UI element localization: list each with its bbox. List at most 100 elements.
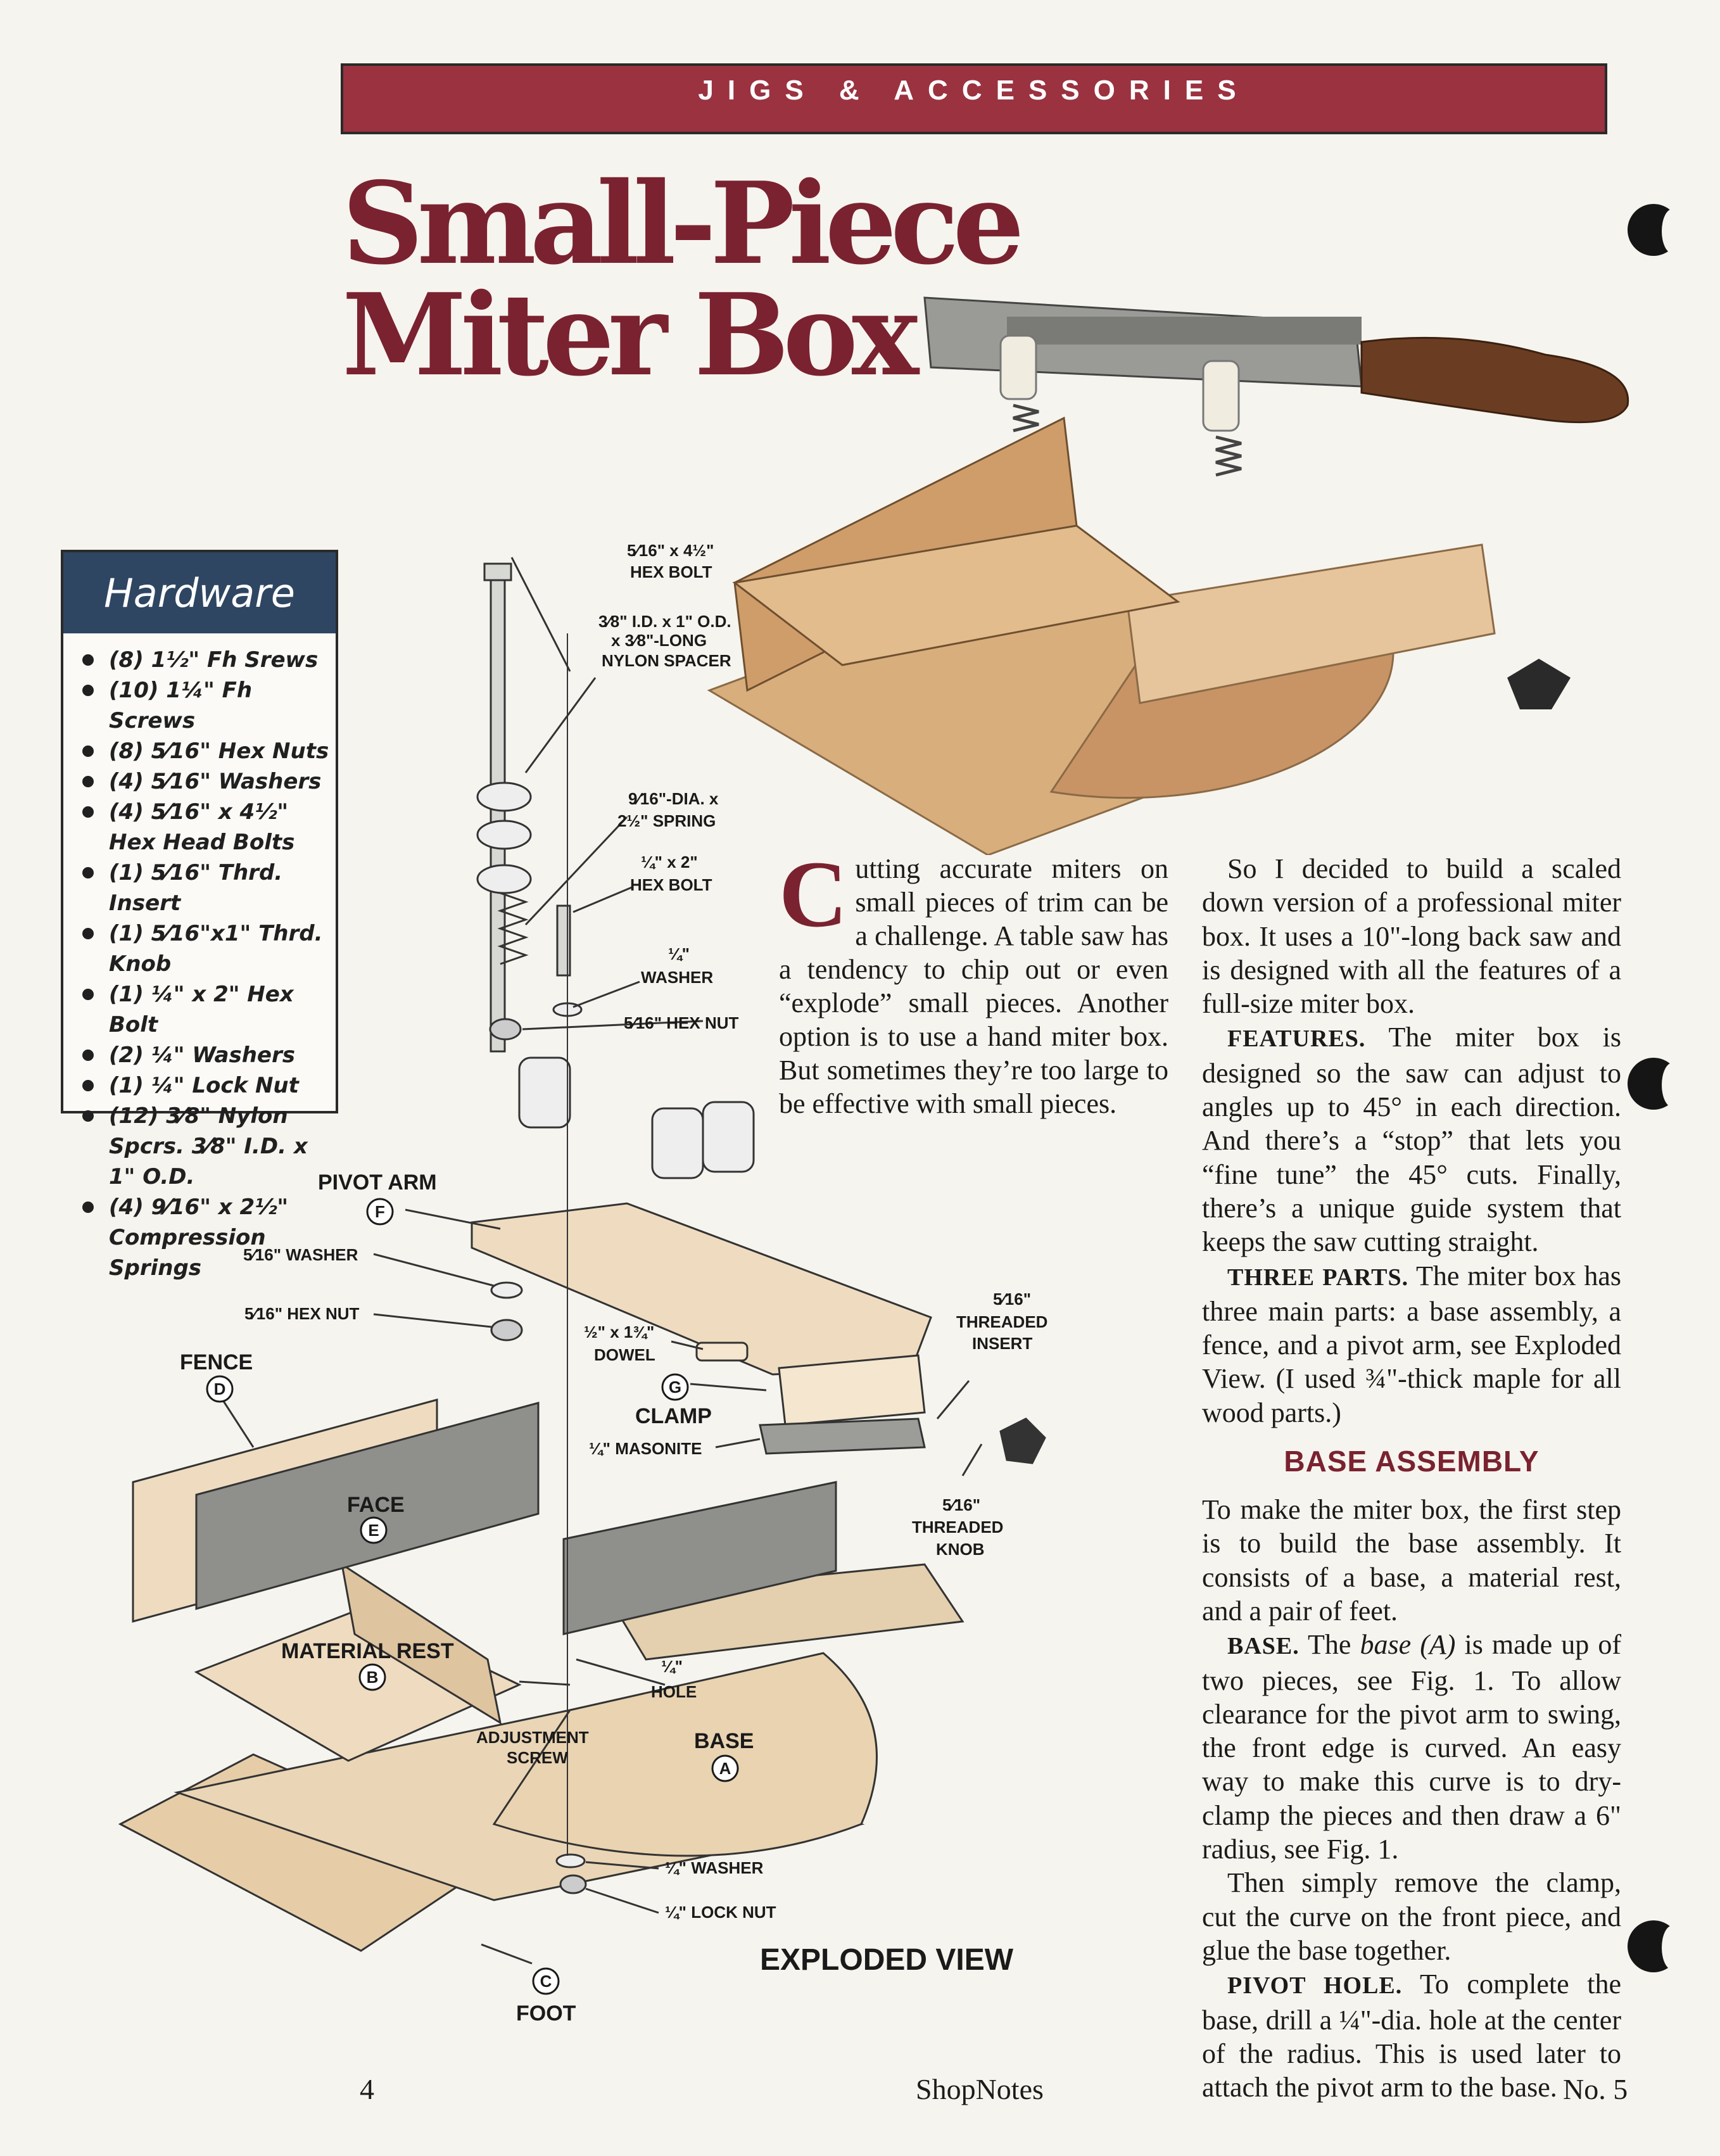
label-washer: WASHER (641, 968, 713, 987)
label-spring: 9⁄16"-DIA. x (628, 789, 719, 808)
leader-line (217, 1393, 255, 1448)
lock-nut (559, 1874, 587, 1894)
washer-left (490, 1281, 523, 1299)
face-part (195, 1402, 540, 1610)
leader-line (522, 1020, 704, 1030)
leader-line (572, 885, 634, 913)
dowel-part (695, 1341, 749, 1362)
photo-saw-handle (1360, 336, 1629, 424)
photo-fence-top (732, 524, 1180, 666)
label-masonite: ¼" MASONITE (589, 1439, 702, 1458)
label-threaded-knob: KNOB (936, 1540, 985, 1559)
leader-line (715, 1438, 761, 1449)
article-paragraph: BASE. The base (A) is made up of two pie… (1202, 1629, 1621, 1865)
leader-line (524, 816, 628, 926)
label-hole: ¼" (661, 1657, 683, 1676)
section-subhead: BASE ASSEMBLY (1284, 1445, 1540, 1478)
label-clamp: CLAMP (635, 1404, 712, 1428)
label-threaded-knob: THREADED (912, 1518, 1003, 1537)
part-letter-circle (532, 1967, 560, 1995)
label-threaded-insert: THREADED (956, 1312, 1047, 1331)
hardware-item: (8) 5⁄16" Hex Nuts (82, 736, 329, 766)
nylon-spacer (476, 782, 532, 812)
label-washer-bottom: ¼" WASHER (665, 1858, 764, 1877)
label-face: FACE (347, 1493, 405, 1517)
hardware-box: Hardware (8) 1½" Fh Srews (10) 1¼" Fh Sc… (61, 550, 338, 1281)
label-small-hex-bolt: ¼" x 2" (641, 853, 698, 872)
base-curved-part (492, 1652, 878, 1857)
hex-nut (489, 1018, 522, 1041)
label-fence: FENCE (180, 1350, 253, 1374)
leader-line (576, 1658, 666, 1686)
label-spring: 2½" SPRING (617, 811, 716, 830)
label-dowel: ½" x 1¾" (584, 1322, 654, 1341)
hex-bolt-head (483, 562, 512, 581)
part-letter-circle (661, 1373, 689, 1401)
part-letter-circle (358, 1663, 386, 1691)
title-line-2: Miter Box (342, 269, 919, 401)
leader-line (519, 1680, 571, 1686)
leader-line (524, 677, 597, 773)
leader-line (936, 1380, 970, 1419)
label-dowel: DOWEL (594, 1345, 655, 1364)
threaded-knob-part (999, 1417, 1046, 1464)
title-line-1: Small-Piece (342, 157, 1025, 289)
label-material-rest: MATERIAL REST (281, 1639, 454, 1663)
label-threaded-insert: INSERT (972, 1334, 1032, 1353)
binder-hole-icon (1628, 204, 1683, 256)
photo-pivot-arm (1126, 543, 1496, 704)
hardware-item: (8) 1½" Fh Srews (82, 645, 329, 675)
label-washer: ¼" (668, 944, 690, 963)
hardware-item: (2) ¼" Washers (82, 1040, 329, 1070)
label-base: BASE (694, 1729, 754, 1753)
leader-line (510, 557, 571, 672)
hardware-item: (4) 9⁄16" x 2½" Compression Springs (82, 1192, 329, 1283)
label-pivot-arm: PIVOT ARM (318, 1170, 437, 1195)
leader-line (572, 980, 640, 1008)
leader-line (671, 1340, 704, 1350)
part-letter-circle (360, 1516, 388, 1544)
hardware-item: (1) 5⁄16" Thrd. Insert (82, 858, 329, 918)
issue-number: No. 5 (1563, 2073, 1628, 2105)
photo-spacer-stack (1202, 360, 1240, 432)
right-face-part (562, 1481, 837, 1635)
label-small-hex-bolt: HEX BOLT (630, 875, 712, 894)
nylon-spacer (476, 864, 532, 894)
binder-hole-icon (1628, 1058, 1683, 1110)
label-foot: FOOT (516, 2001, 576, 2026)
label-hole: HOLE (651, 1682, 697, 1701)
drop-cap: C (779, 842, 848, 947)
part-letter-circle (366, 1198, 394, 1226)
spring-part (497, 892, 529, 965)
material-rest-block (340, 1562, 502, 1725)
part-letter: E (368, 1521, 379, 1540)
hardware-item: (1) ¼" Lock Nut (82, 1070, 329, 1101)
article-paragraph: FEATURES. The miter box is designed so t… (1202, 1022, 1621, 1258)
article-column-2: So I decided to build a scaled down vers… (1202, 852, 1621, 2104)
leader-line (373, 1313, 492, 1328)
label-nylon-spacer: NYLON SPACER (602, 651, 731, 670)
hardware-item: (1) 5⁄16"x1" Thrd. Knob (82, 918, 329, 979)
hardware-list: (8) 1½" Fh Srews (10) 1¼" Fh Screws (8) … (63, 645, 336, 1283)
section-header-band: JIGS & ACCESSORIES (341, 63, 1607, 134)
leader-line (373, 1253, 495, 1287)
label-adjustment-screw: SCREW (507, 1748, 568, 1767)
label-hex-nut: 5⁄16" HEX NUT (624, 1013, 739, 1032)
hardware-item: (10) 1¼" Fh Screws (82, 675, 329, 736)
article-paragraph: PIVOT HOLE. To complete the base, drill … (1202, 1969, 1621, 2103)
page-number: 4 (360, 2073, 374, 2105)
part-letter: G (669, 1378, 681, 1397)
masonite-part (759, 1417, 926, 1455)
leader-line (481, 1943, 533, 1965)
spacer-stack (518, 1056, 571, 1129)
clamp-part (778, 1354, 926, 1426)
photo-spacer-stack (999, 334, 1037, 400)
leader-line (585, 1887, 659, 1914)
label-nylon-spacer: x 3⁄8"-LONG (611, 631, 707, 650)
label-hex-bolt: 5⁄16" x 4½" (627, 541, 714, 560)
article-paragraph: THREE PARTS. The miter box has three mai… (1202, 1260, 1621, 1428)
hardware-item: (4) 5⁄16" x 4½" Hex Head Bolts (82, 797, 329, 858)
label-hex-bolt: HEX BOLT (630, 562, 712, 581)
